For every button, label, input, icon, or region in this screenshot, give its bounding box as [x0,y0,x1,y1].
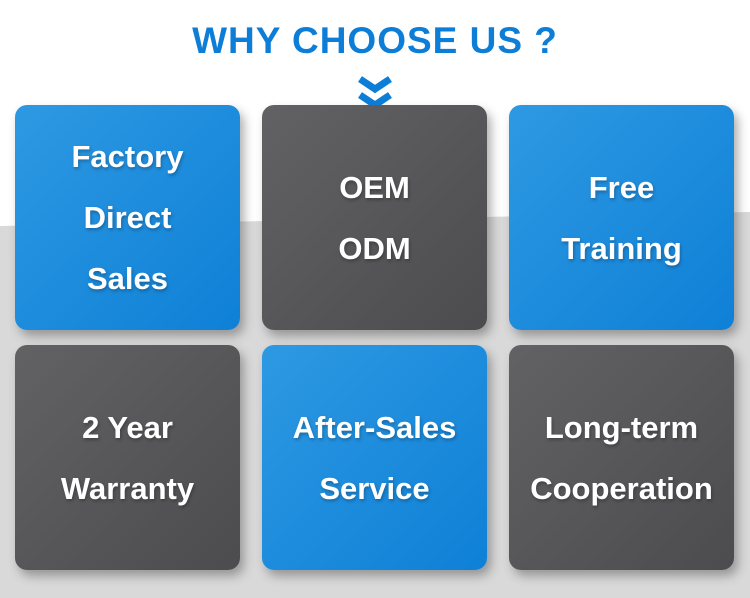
tile-text-line: Service [319,470,430,506]
tile-text-line: Direct [83,200,172,235]
tile-text-line: Cooperation [530,470,713,506]
tile-text-line: OEM [339,169,410,205]
tile-two-year-warranty: 2 Year Warranty [15,345,240,570]
tile-text-line: Sales [86,261,168,296]
tile-text-line: Training [561,230,682,266]
tile-text-line: After-Sales [292,409,457,445]
tile-text-line: Free [588,169,655,205]
tile-factory-direct-sales: Factory Direct Sales [15,105,240,330]
benefits-grid: Factory Direct Sales OEM ODM Free Traini… [15,105,735,570]
tile-after-sales-service: After-Sales Service [262,345,487,570]
tile-oem-odm: OEM ODM [262,105,487,330]
tile-text-line: Warranty [60,470,195,506]
tile-free-training: Free Training [509,105,734,330]
tile-text-line: Factory [71,139,184,174]
tile-text-line: 2 Year [82,409,173,445]
tile-long-term-cooperation: Long-term Cooperation [509,345,734,570]
page-title: WHY CHOOSE US ? [192,20,558,61]
tile-text-line: ODM [338,230,411,266]
tile-text-line: Long-term [544,409,699,445]
